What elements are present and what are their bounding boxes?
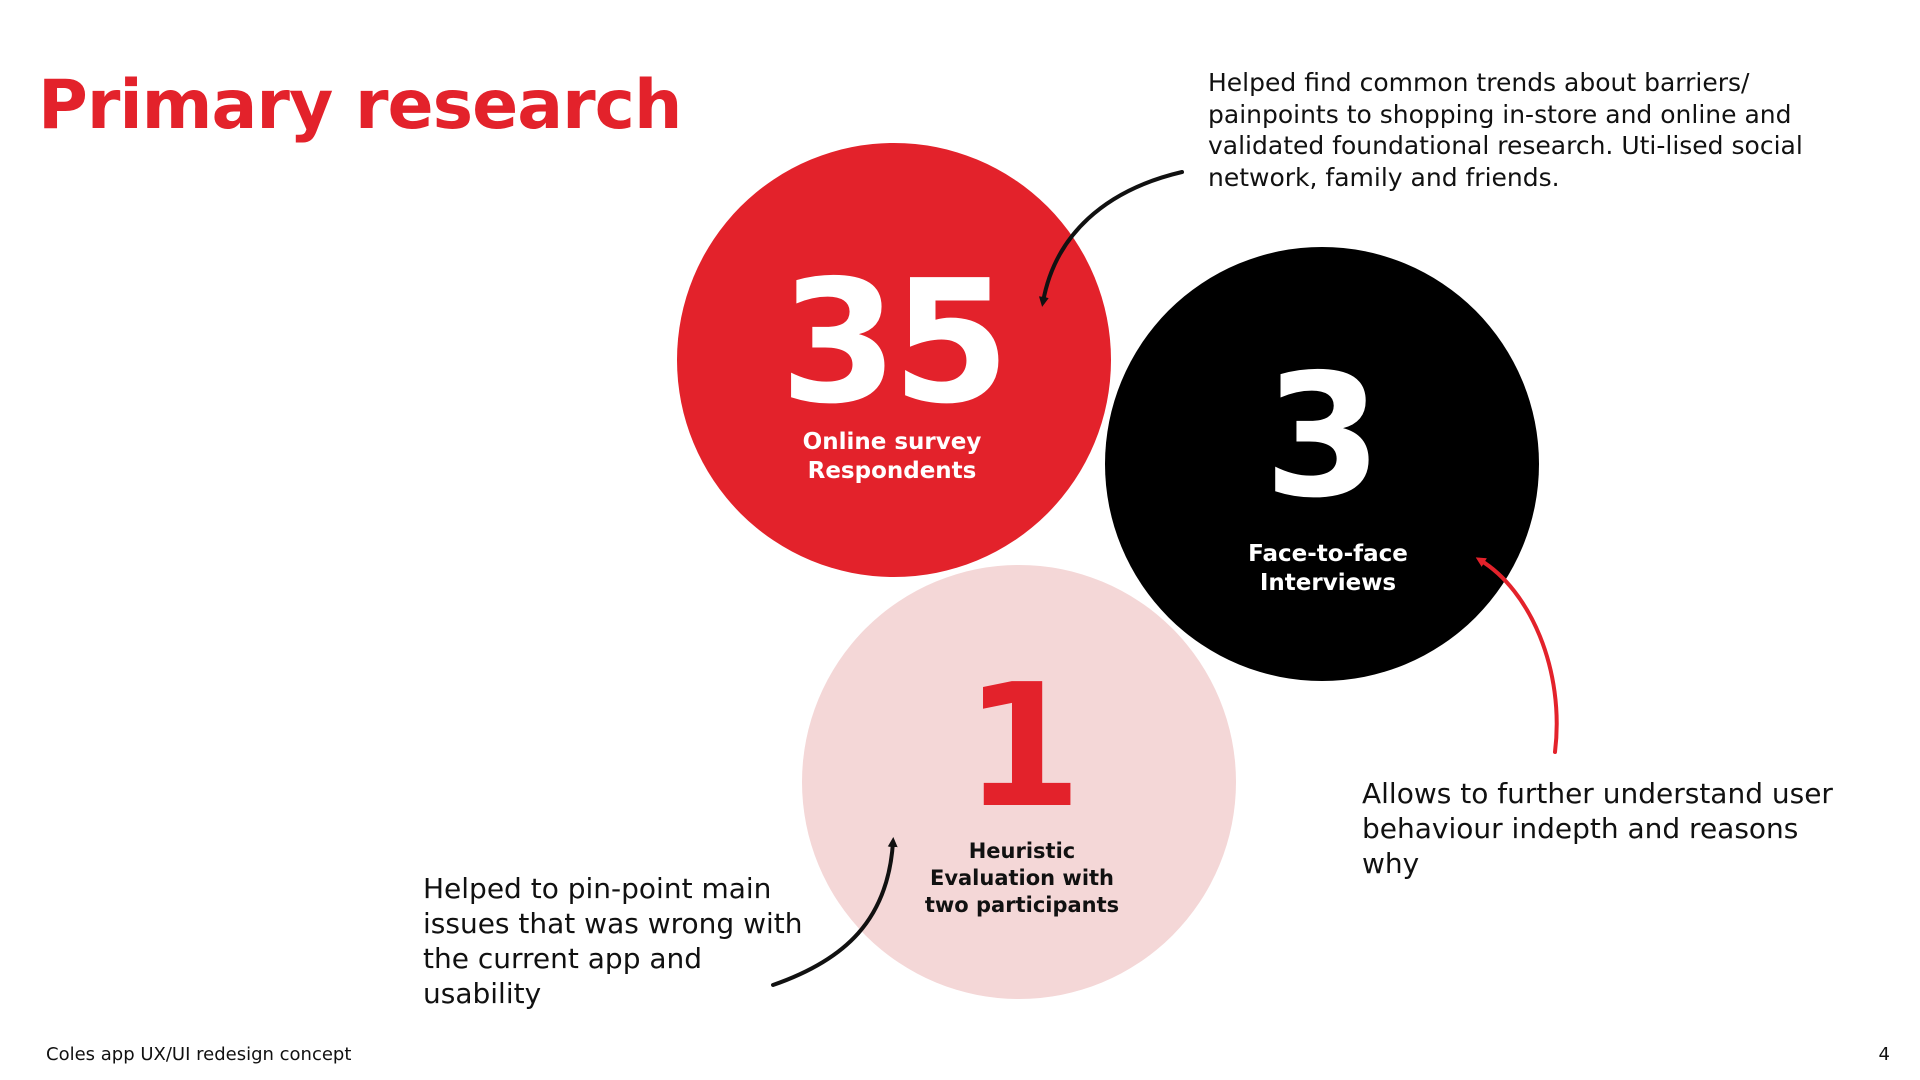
heuristic-label-line3: two participants [924,892,1120,917]
survey-annotation: Helped find common trends about barriers… [1208,68,1803,192]
page-title: Primary research [38,66,682,145]
interviews-label: Face-to-face Interviews [1178,540,1478,599]
heuristic-count: 1 [963,648,1082,846]
interviews-label-line2: Interviews [1259,570,1397,597]
survey-label: Online survey Respondents [742,428,1042,487]
survey-label-line1: Online survey [802,429,982,455]
heuristic-label-line2: Evaluation with [929,865,1115,890]
interviews-circle [1105,247,1539,681]
survey-label-line2: Respondents [807,458,977,485]
survey-count: 35 [779,244,1011,442]
interviews-annotation: Allows to further understand user behavi… [1362,777,1833,880]
heuristic-annotation: Helped to pin-point main issues that was… [423,872,803,1010]
footer-caption: Coles app UX/UI redesign concept [46,1044,352,1065]
heuristic-label: Heuristic Evaluation with two participan… [872,838,1172,919]
interviews-count: 3 [1263,338,1382,536]
survey-circle [677,143,1111,577]
page-number: 4 [1878,1044,1890,1065]
interviews-label-line1: Face-to-face [1248,541,1408,567]
heuristic-label-line1: Heuristic [968,839,1076,863]
